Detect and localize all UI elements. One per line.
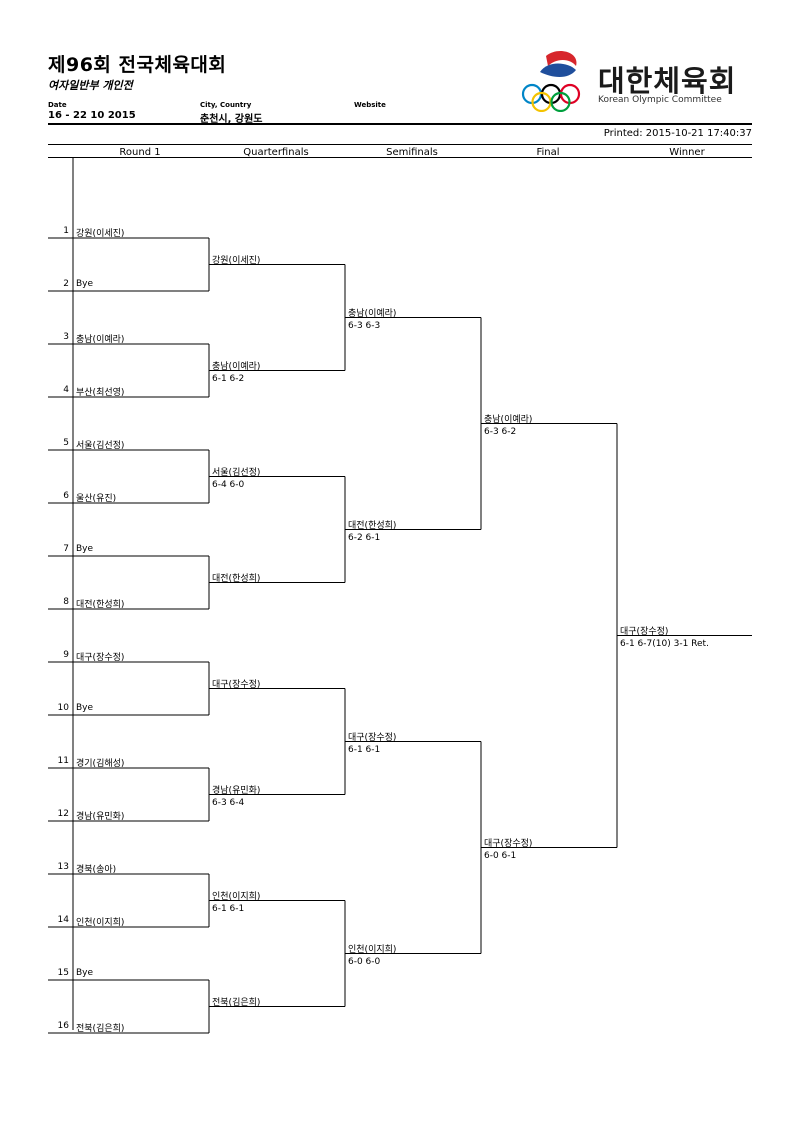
winner-score: 6-1 6-7(10) 3-1 Ret. (620, 638, 709, 649)
seed-number: 15 (57, 968, 69, 978)
quarterfinal-player-name: 강원(이세진) (212, 255, 261, 266)
round1-player-name: 충남(이예라) (76, 335, 125, 345)
quarterfinal-player-name: 전북(김은희) (212, 997, 261, 1008)
seed-number: 6 (63, 491, 69, 501)
seed-number: 3 (63, 332, 69, 342)
seed-number: 4 (63, 385, 69, 395)
seed-number: 5 (63, 438, 69, 448)
quarterfinal-player-name: 인천(이지희) (212, 891, 261, 902)
round1-player-name: 서울(김선정) (76, 441, 125, 451)
seed-number: 2 (63, 279, 69, 289)
round-header-round1: Round 1 (119, 147, 161, 158)
round1-player-name: 경북(송아) (76, 865, 117, 875)
final-score: 6-0 6-1 (484, 850, 517, 861)
date-label: Date (48, 101, 67, 109)
round1-player-name: 인천(이지희) (76, 918, 125, 928)
final-player-name: 대구(장수정) (484, 838, 533, 849)
seed-number: 10 (57, 703, 69, 713)
ring-green-icon (550, 91, 571, 112)
round1-player-name: 대구(장수정) (76, 653, 125, 663)
round-header-winner: Winner (669, 147, 705, 158)
header-rule (48, 123, 752, 125)
semifinal-player-name: 대전(한성희) (348, 520, 397, 531)
quarterfinal-player-name: 대전(한성희) (212, 573, 261, 584)
city-value: 춘천시, 강원도 (200, 114, 263, 125)
round1-player-name: 울산(유진) (76, 494, 117, 504)
quarterfinal-score: 6-1 6-1 (212, 903, 245, 914)
seed-number: 9 (63, 650, 69, 660)
final-player-name: 충남(이예라) (484, 414, 533, 425)
seed-number: 7 (63, 544, 69, 554)
seed-number: 8 (63, 597, 69, 607)
semifinal-score: 6-0 6-0 (348, 956, 381, 967)
seed-number: 1 (63, 226, 69, 236)
event-subtitle: 여자일반부 개인전 (48, 79, 133, 92)
round1-player-name: Bye (76, 968, 94, 978)
quarterfinal-player-name: 서울(김선정) (212, 467, 261, 478)
round1-player-name: Bye (76, 703, 94, 713)
seed-number: 12 (57, 809, 69, 819)
seed-number: 11 (57, 756, 69, 766)
quarterfinal-score: 6-1 6-2 (212, 373, 245, 384)
round1-player-name: Bye (76, 544, 94, 554)
round1-player-name: 부산(최선영) (76, 388, 125, 398)
quarterfinal-player-name: 경남(유민화) (212, 785, 261, 796)
semifinal-player-name: 인천(이지희) (348, 944, 397, 955)
quarterfinal-score: 6-4 6-0 (212, 479, 245, 490)
round-header-bottom-rule (48, 157, 752, 158)
logo-text: 대한체육회 (598, 64, 737, 98)
seed-number: 13 (57, 862, 69, 872)
taegeuk-red-icon (546, 51, 577, 66)
website-label: Website (354, 101, 386, 109)
printed-timestamp: Printed: 2015-10-21 17:40:37 (603, 128, 752, 139)
semifinal-score: 6-1 6-1 (348, 744, 381, 755)
city-label: City, Country (200, 101, 252, 109)
winner-player-name: 대구(장수정) (620, 626, 669, 637)
date-value: 16 - 22 10 2015 (48, 110, 136, 121)
page-title: 제96회 전국체육대회 (48, 54, 227, 76)
olympic-committee-emblem (521, 51, 581, 112)
seed-number: 14 (57, 915, 69, 925)
quarterfinal-score: 6-3 6-4 (212, 797, 245, 808)
quarterfinal-player-name: 대구(장수정) (212, 679, 261, 690)
round-header-top-rule (48, 144, 752, 145)
round-header-semifinals: Semifinals (386, 147, 438, 158)
semifinal-score: 6-2 6-1 (348, 532, 381, 543)
logo-subtext: Korean Olympic Committee (598, 95, 722, 105)
round1-player-name: 경남(유민화) (76, 812, 125, 822)
round-header-final: Final (536, 147, 560, 158)
quarterfinal-player-name: 충남(이예라) (212, 361, 261, 372)
round1-player-name: 경기(김해성) (76, 759, 125, 769)
semifinal-player-name: 충남(이예라) (348, 308, 397, 319)
round1-player-name: 강원(이세진) (76, 229, 125, 239)
round1-player-name: 전북(김은희) (76, 1024, 125, 1034)
taegeuk-blue-icon (540, 63, 576, 77)
seed-number: 16 (57, 1021, 69, 1031)
semifinal-player-name: 대구(장수정) (348, 732, 397, 743)
round1-player-name: Bye (76, 279, 94, 289)
final-score: 6-3 6-2 (484, 426, 517, 437)
round1-player-name: 대전(한성희) (76, 600, 125, 610)
round-header-quarterfinals: Quarterfinals (243, 147, 309, 158)
semifinal-score: 6-3 6-3 (348, 320, 381, 331)
